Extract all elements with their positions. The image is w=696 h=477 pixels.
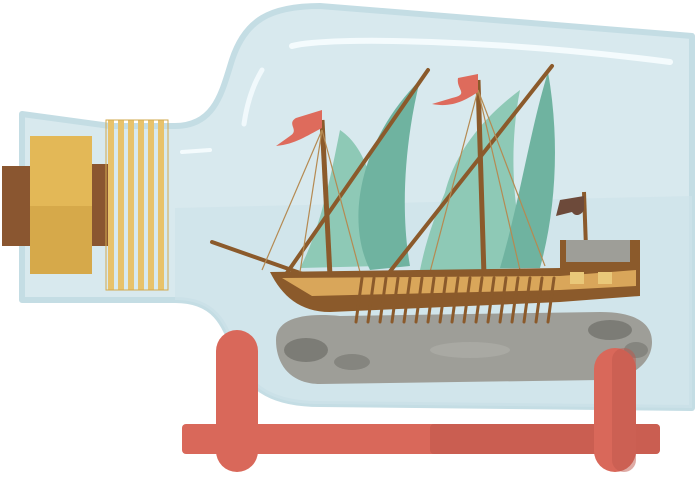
rock-base — [276, 312, 652, 384]
ship-icon — [210, 64, 640, 324]
flag-icon — [432, 74, 478, 106]
flag-icon — [276, 110, 322, 146]
stand-legs — [216, 330, 636, 472]
flag-icon — [556, 196, 584, 216]
cork-icon — [2, 119, 169, 291]
